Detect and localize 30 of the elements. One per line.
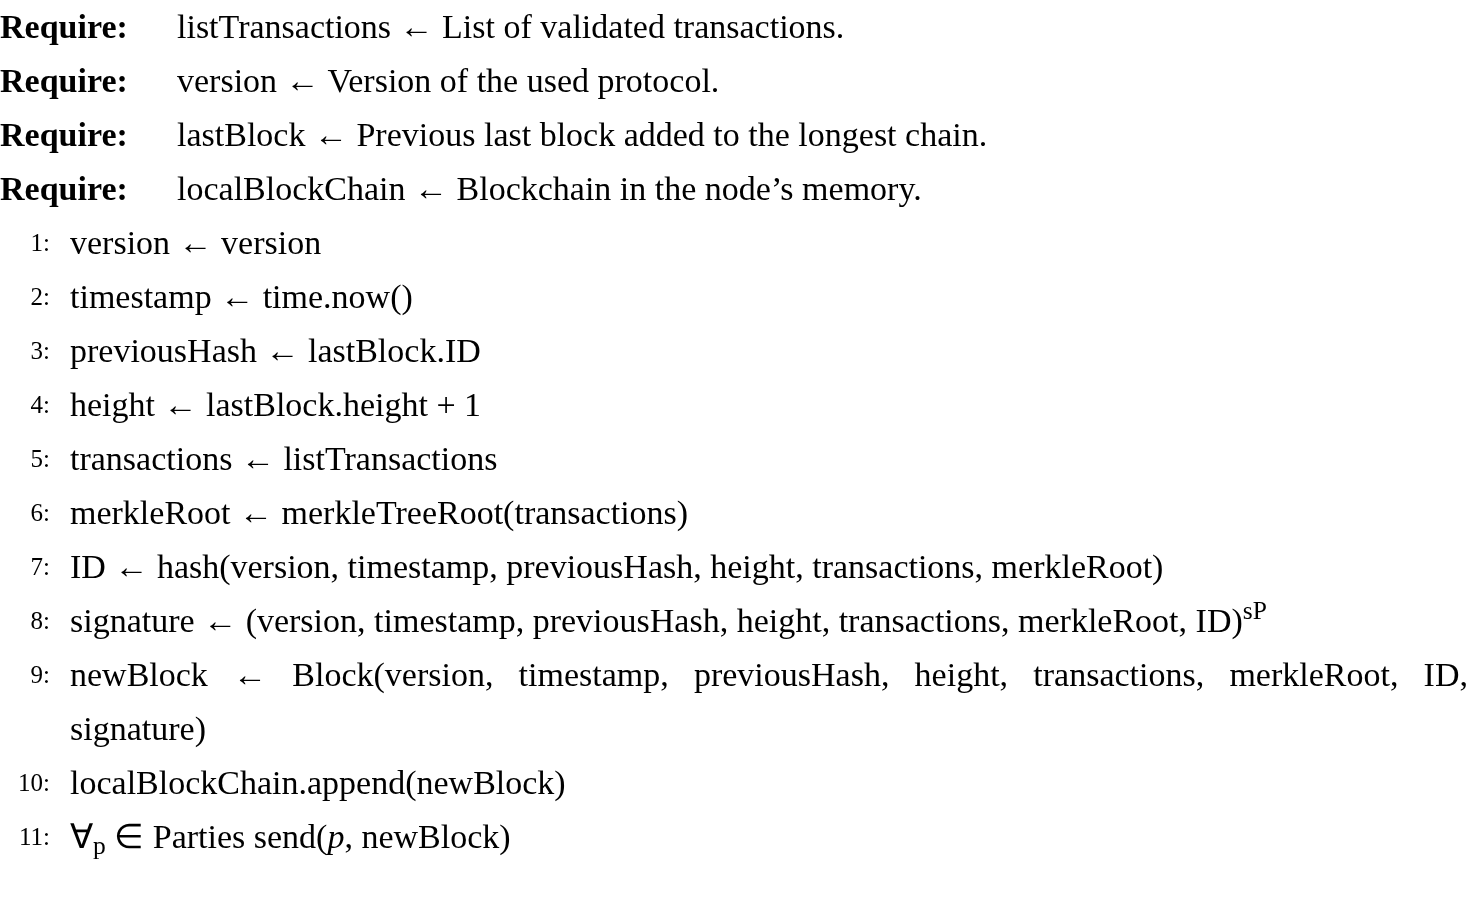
- line-number: 2:: [29, 282, 50, 312]
- line-number: 10:: [17, 768, 50, 798]
- line-number: 3:: [29, 336, 50, 366]
- algorithm-statement: ∀$_{p}$ ∈ Parties send(p, newBlock): [70, 817, 511, 863]
- algorithm-statement: signature ← (version, timestamp, previousHash, height, transactions, merkleRoot, ID)$^{sP}$: [70, 595, 1267, 641]
- line-number: 4:: [29, 390, 50, 420]
- require-keyword: Require:: [0, 61, 129, 101]
- algorithm-statement: previousHash ← lastBlock.ID: [70, 331, 481, 371]
- line-number: 1:: [29, 228, 50, 258]
- require-keyword: Require:: [0, 169, 129, 209]
- algorithm-statement: height ← lastBlock.height + 1: [70, 385, 482, 425]
- line-number: 6:: [29, 498, 50, 528]
- algorithm-statement: version ← version: [70, 223, 322, 263]
- requirement-text: localBlockChain ← Blockchain in the node’s memory.: [177, 169, 922, 209]
- line-number: 8:: [29, 606, 50, 636]
- requirement-text: listTransactions ← List of validated transactions.: [177, 7, 845, 47]
- require-keyword: Require:: [0, 115, 129, 155]
- algorithm-statement: newBlock ← Block(version, timestamp, previousHash, height, transactions, merkleRoot, ID, signature): [70, 655, 1468, 749]
- line-number: 9:: [29, 660, 50, 690]
- requirement-text: version ← Version of the used protocol.: [177, 61, 720, 101]
- requirement-text: lastBlock ← Previous last block added to the longest chain.: [177, 115, 988, 155]
- algorithm-statement: timestamp ← time.now(): [70, 277, 413, 317]
- algorithm-statement: ID ← hash(version, timestamp, previousHash, height, transactions, merkleRoot): [70, 547, 1164, 587]
- line-number: 7:: [29, 552, 50, 582]
- algorithm-statement: localBlockChain.append(newBlock): [70, 763, 566, 803]
- algorithm-statement: merkleRoot ← merkleTreeRoot(transactions): [70, 493, 689, 533]
- line-number: 5:: [29, 444, 50, 474]
- require-keyword: Require:: [0, 7, 129, 47]
- line-number: 11:: [17, 822, 50, 852]
- algorithm-statement: transactions ← listTransactions: [70, 439, 498, 479]
